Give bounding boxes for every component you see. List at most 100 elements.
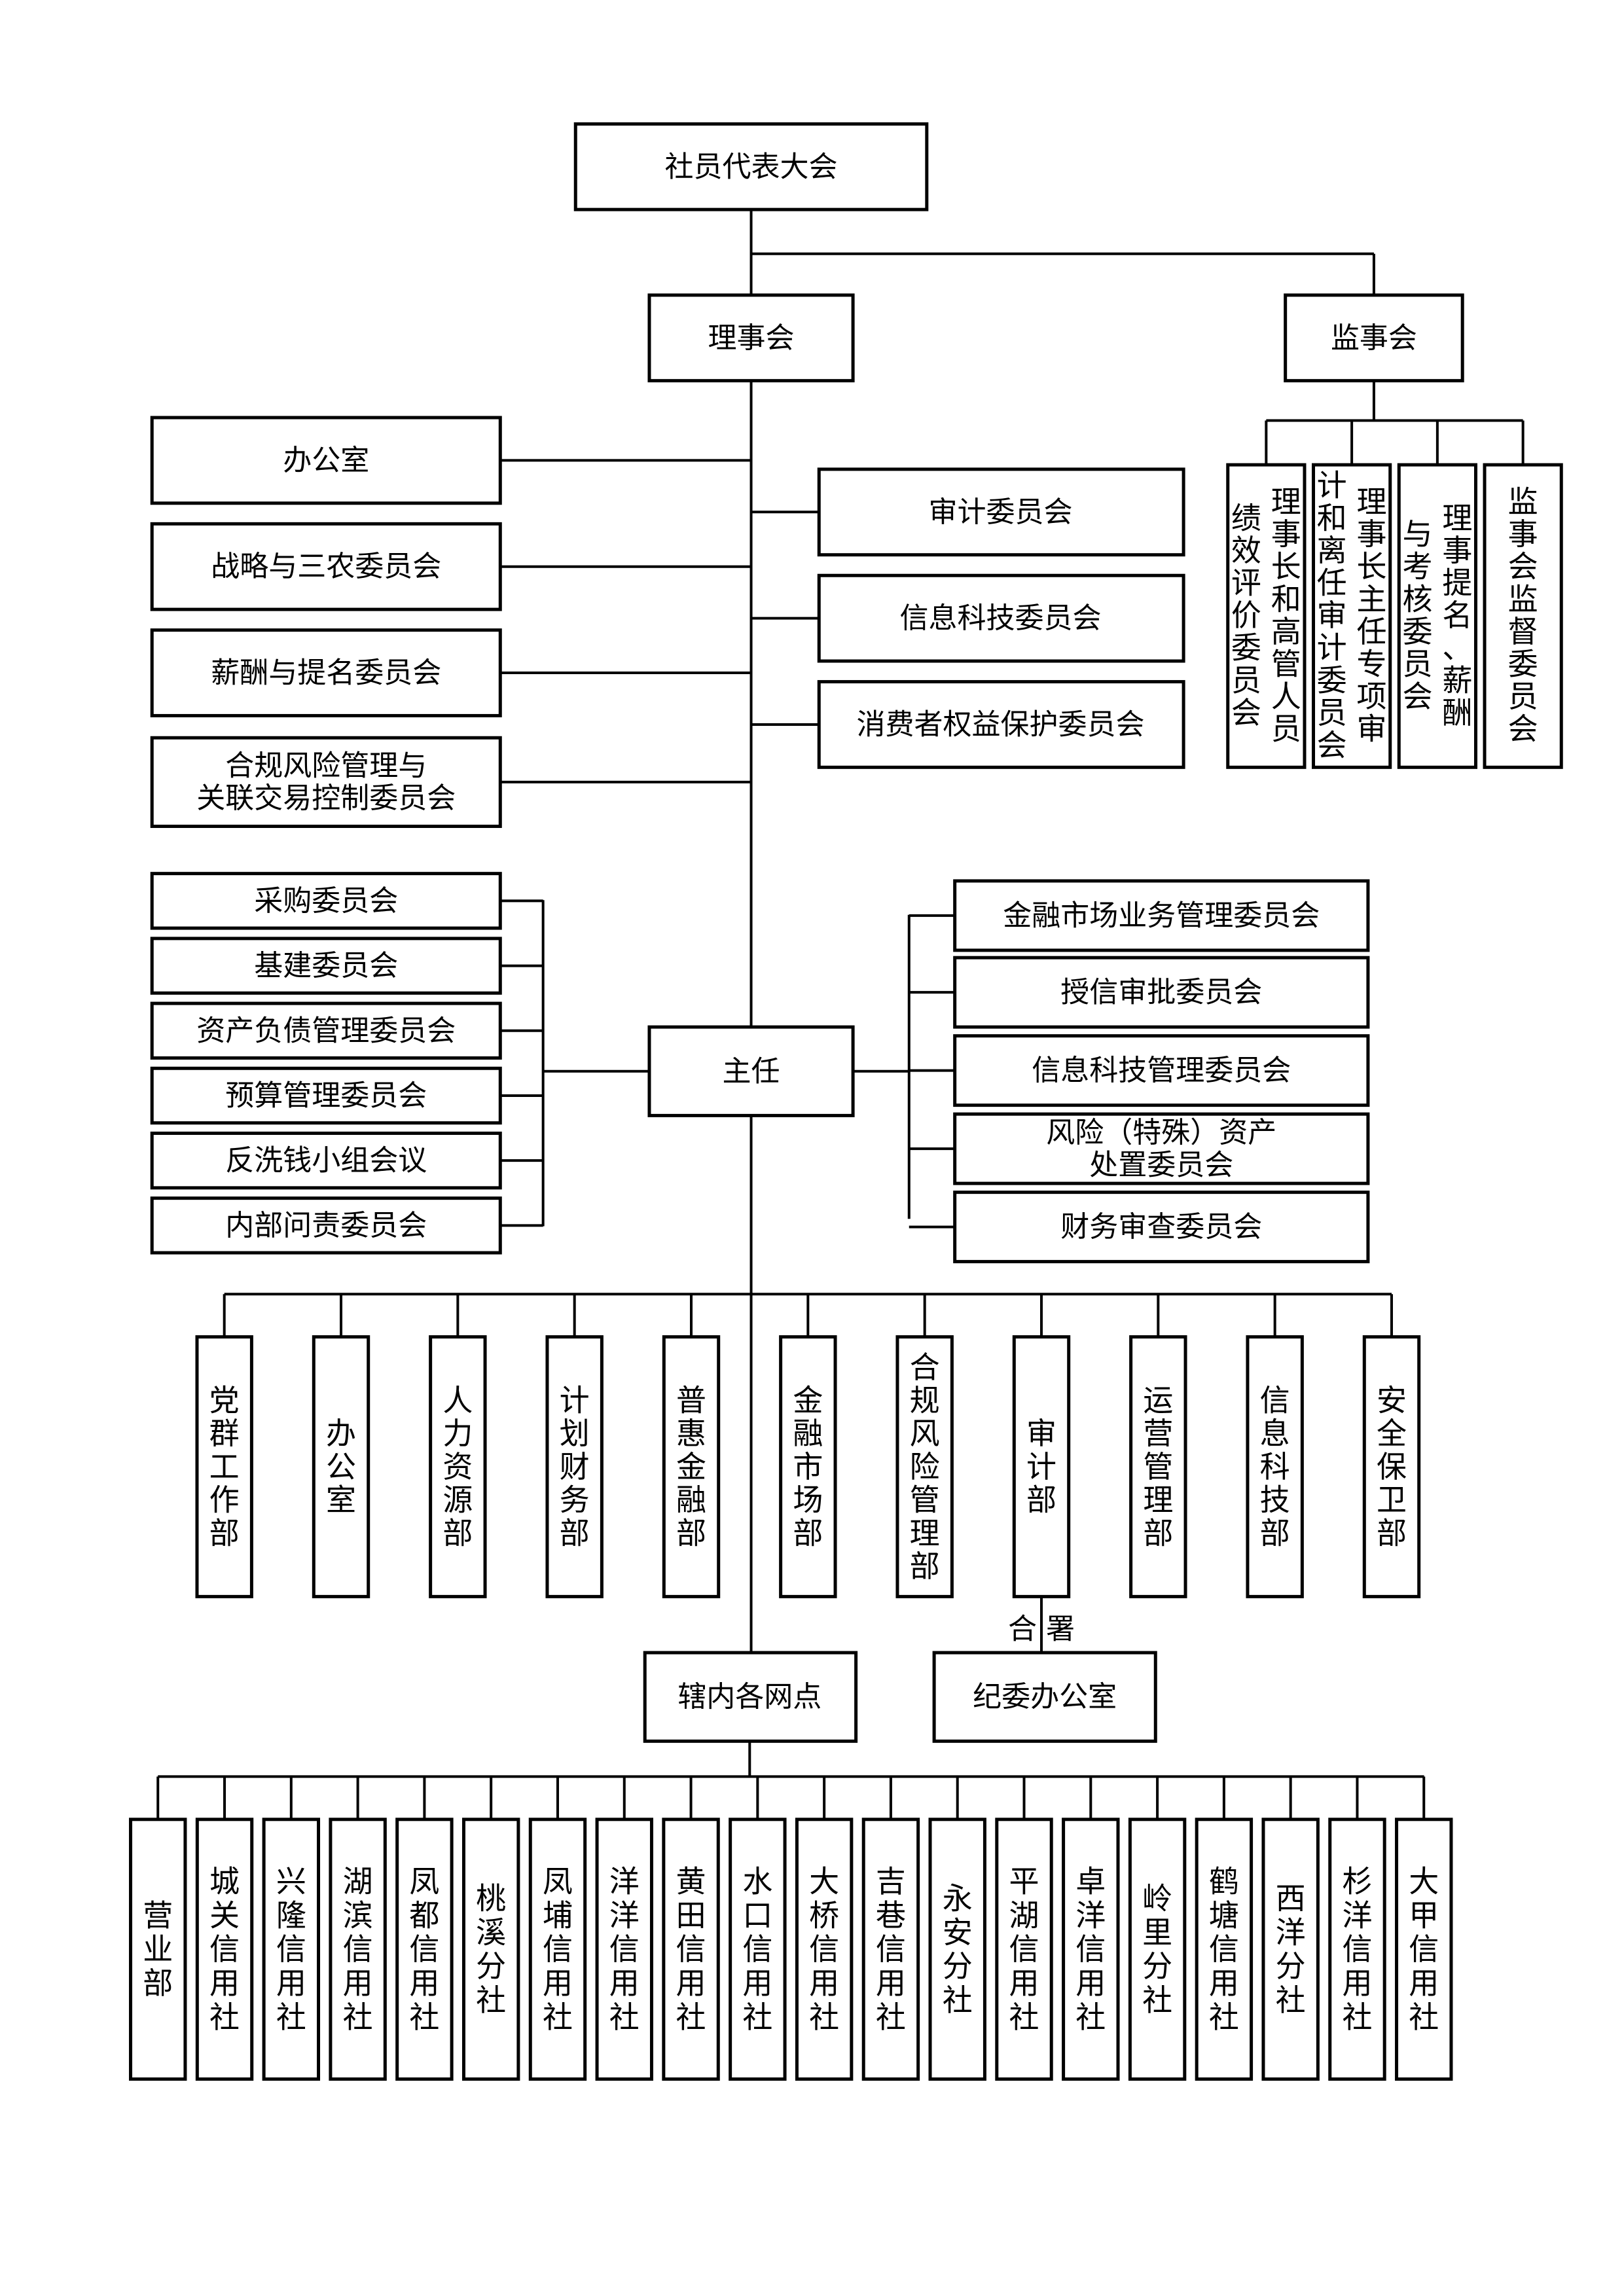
director-committee-right-label: 财务审查委员会 <box>1060 1210 1262 1244</box>
svg-text:社: 社 <box>1209 2000 1239 2035</box>
svg-text:和: 和 <box>1317 500 1347 535</box>
svg-text:平: 平 <box>1009 1863 1039 1899</box>
svg-text:管: 管 <box>1143 1449 1173 1484</box>
svg-text:员: 员 <box>1508 679 1538 714</box>
svg-text:务: 务 <box>560 1482 590 1518</box>
svg-text:口: 口 <box>742 1897 772 1933</box>
svg-text:信: 信 <box>809 1931 839 1967</box>
svg-text:业: 业 <box>143 1931 173 1967</box>
svg-text:用: 用 <box>1075 1965 1106 2001</box>
svg-text:委: 委 <box>1317 662 1347 698</box>
svg-text:社: 社 <box>1342 2000 1372 2035</box>
svg-text:部: 部 <box>560 1515 590 1551</box>
svg-text:作: 作 <box>209 1482 240 1518</box>
svg-text:信: 信 <box>1260 1383 1290 1418</box>
board-label: 理事会 <box>708 321 795 355</box>
svg-text:信: 信 <box>1409 1931 1439 1967</box>
director-committee-left-label: 内部问责委员会 <box>225 1209 427 1242</box>
branch-label: 营业部 <box>143 1897 173 2001</box>
board-committee-left-label: 合规风险管理与关联交易控制委员会 <box>196 749 456 816</box>
svg-text:分: 分 <box>943 1948 973 1984</box>
svg-text:审: 审 <box>1357 711 1387 747</box>
svg-text:理: 理 <box>1143 1482 1173 1518</box>
svg-text:高: 高 <box>1271 614 1301 649</box>
svg-text:信: 信 <box>209 1931 240 1967</box>
svg-text:社: 社 <box>343 2000 373 2035</box>
svg-text:人: 人 <box>442 1383 473 1418</box>
svg-text:室: 室 <box>326 1482 356 1518</box>
svg-text:办: 办 <box>326 1416 356 1451</box>
svg-text:会: 会 <box>1317 728 1347 763</box>
svg-text:用: 用 <box>809 1965 839 2001</box>
board-committee-right-label: 信息科技委员会 <box>900 601 1102 635</box>
svg-text:杉: 杉 <box>1342 1863 1372 1899</box>
svg-text:洋: 洋 <box>609 1897 640 1933</box>
svg-text:信: 信 <box>1075 1931 1106 1967</box>
svg-text:社: 社 <box>676 2000 706 2035</box>
supervisor-committee-box <box>1226 463 1307 769</box>
svg-text:市: 市 <box>793 1449 823 1484</box>
director-committee-right-box <box>953 956 1370 1029</box>
svg-text:社: 社 <box>1276 1982 1306 2018</box>
svg-text:信: 信 <box>609 1931 640 1967</box>
department-box <box>1246 1335 1304 1598</box>
svg-text:员: 员 <box>1402 647 1432 682</box>
svg-text:会: 会 <box>1402 679 1432 714</box>
svg-text:隆: 隆 <box>276 1897 306 1933</box>
svg-text:湖: 湖 <box>1009 1897 1039 1933</box>
svg-text:社: 社 <box>876 2000 906 2035</box>
branch-box <box>129 1818 187 2081</box>
svg-text:员: 员 <box>1271 711 1301 747</box>
svg-text:长: 长 <box>1357 549 1387 584</box>
svg-text:部: 部 <box>1143 1515 1173 1551</box>
svg-text:惠: 惠 <box>676 1416 706 1451</box>
svg-text:金: 金 <box>676 1449 706 1484</box>
svg-text:部: 部 <box>910 1549 940 1584</box>
svg-text:用: 用 <box>876 1965 906 2001</box>
svg-text:信: 信 <box>1209 1931 1239 1967</box>
svg-text:用: 用 <box>1342 1965 1372 2001</box>
svg-text:管: 管 <box>1271 647 1301 682</box>
department-box <box>895 1335 954 1598</box>
branch-box <box>1328 1818 1386 2081</box>
svg-text:工: 工 <box>209 1449 240 1484</box>
branch-box <box>1261 1818 1320 2081</box>
svg-text:卫: 卫 <box>1377 1482 1407 1518</box>
svg-text:会: 会 <box>1508 549 1538 584</box>
svg-text:用: 用 <box>1409 1965 1439 2001</box>
svg-text:项: 项 <box>1357 679 1387 714</box>
svg-text:用: 用 <box>276 1965 306 2001</box>
svg-text:长: 长 <box>1271 549 1301 584</box>
svg-text:甲: 甲 <box>1409 1897 1439 1933</box>
branch-box <box>595 1818 653 2081</box>
svg-text:全: 全 <box>1377 1416 1407 1451</box>
svg-text:里: 里 <box>1142 1914 1172 1950</box>
svg-text:离: 离 <box>1317 533 1347 568</box>
board-committee-right-box <box>817 680 1185 769</box>
svg-text:理: 理 <box>1357 484 1387 520</box>
svg-text:兴: 兴 <box>276 1863 306 1899</box>
svg-text:理: 理 <box>910 1515 940 1551</box>
board-box <box>647 293 855 383</box>
branch-box <box>195 1818 254 2081</box>
svg-text:田: 田 <box>676 1897 706 1933</box>
svg-text:技: 技 <box>1260 1482 1290 1518</box>
svg-text:信: 信 <box>276 1931 306 1967</box>
svg-text:风: 风 <box>910 1416 940 1451</box>
director-committee-right-label: 金融市场业务管理委员会 <box>1003 899 1320 932</box>
svg-text:水: 水 <box>742 1863 772 1899</box>
branch-box <box>329 1818 387 2081</box>
board-committee-left-label: 战略与三农委员会 <box>211 550 441 583</box>
svg-text:社: 社 <box>1075 2000 1106 2035</box>
svg-text:部: 部 <box>1260 1515 1290 1551</box>
svg-text:西: 西 <box>1276 1880 1306 1916</box>
svg-text:洋: 洋 <box>1342 1897 1372 1933</box>
director-committee-left-label: 预算管理委员会 <box>225 1079 427 1112</box>
svg-text:督: 督 <box>1508 614 1538 649</box>
